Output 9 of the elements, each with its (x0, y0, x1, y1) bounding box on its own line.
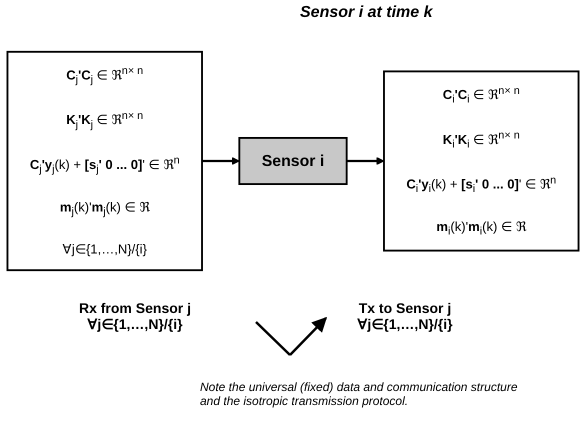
arrow (346, 156, 384, 166)
node-box: C$_{j}$'C$_{j}$ ∈ ℜ$^{n× n}$ K$_{j}$'K$_{j}$ ∈ ℜ$^{n× n}$ C$_{j}$'y$_{j}$(k) + [s$_{j}$' 0 ... 0]' ∈ ℜ$^{n}$ m$_{j}$(k)'m$_{j}$(k) ∈ ℜ ∀j∈{1,…,N}/{i} (6, 50, 203, 272)
node-box: C$_{i}$'C$_{i}$ ∈ ℜ$^{n× n}$ K$_{i}$'K$_{i}$ ∈ ℜ$^{n× n}$ C$_{i}$'y$_{i}$(k) + [s$_{i}$' 0 ... 0]' ∈ ℜ$^{n}$ m$_{i}$(k)'m$_{i}$(k) ∈ ℜ (383, 70, 580, 252)
diagram-title: Sensor i at time k (300, 4, 432, 22)
receive-label: Rx from Sensor j ∀j∈{1,…,N}/{i} (78, 300, 192, 332)
node-box: Sensor i (238, 136, 348, 186)
note-text: Note the universal (fixed) data and communication structure and the isotropic transmission protocol. (200, 380, 518, 408)
arrow (202, 156, 240, 166)
transmit-label: Tx to Sensor j ∀j∈{1,…,N}/{i} (356, 300, 454, 332)
